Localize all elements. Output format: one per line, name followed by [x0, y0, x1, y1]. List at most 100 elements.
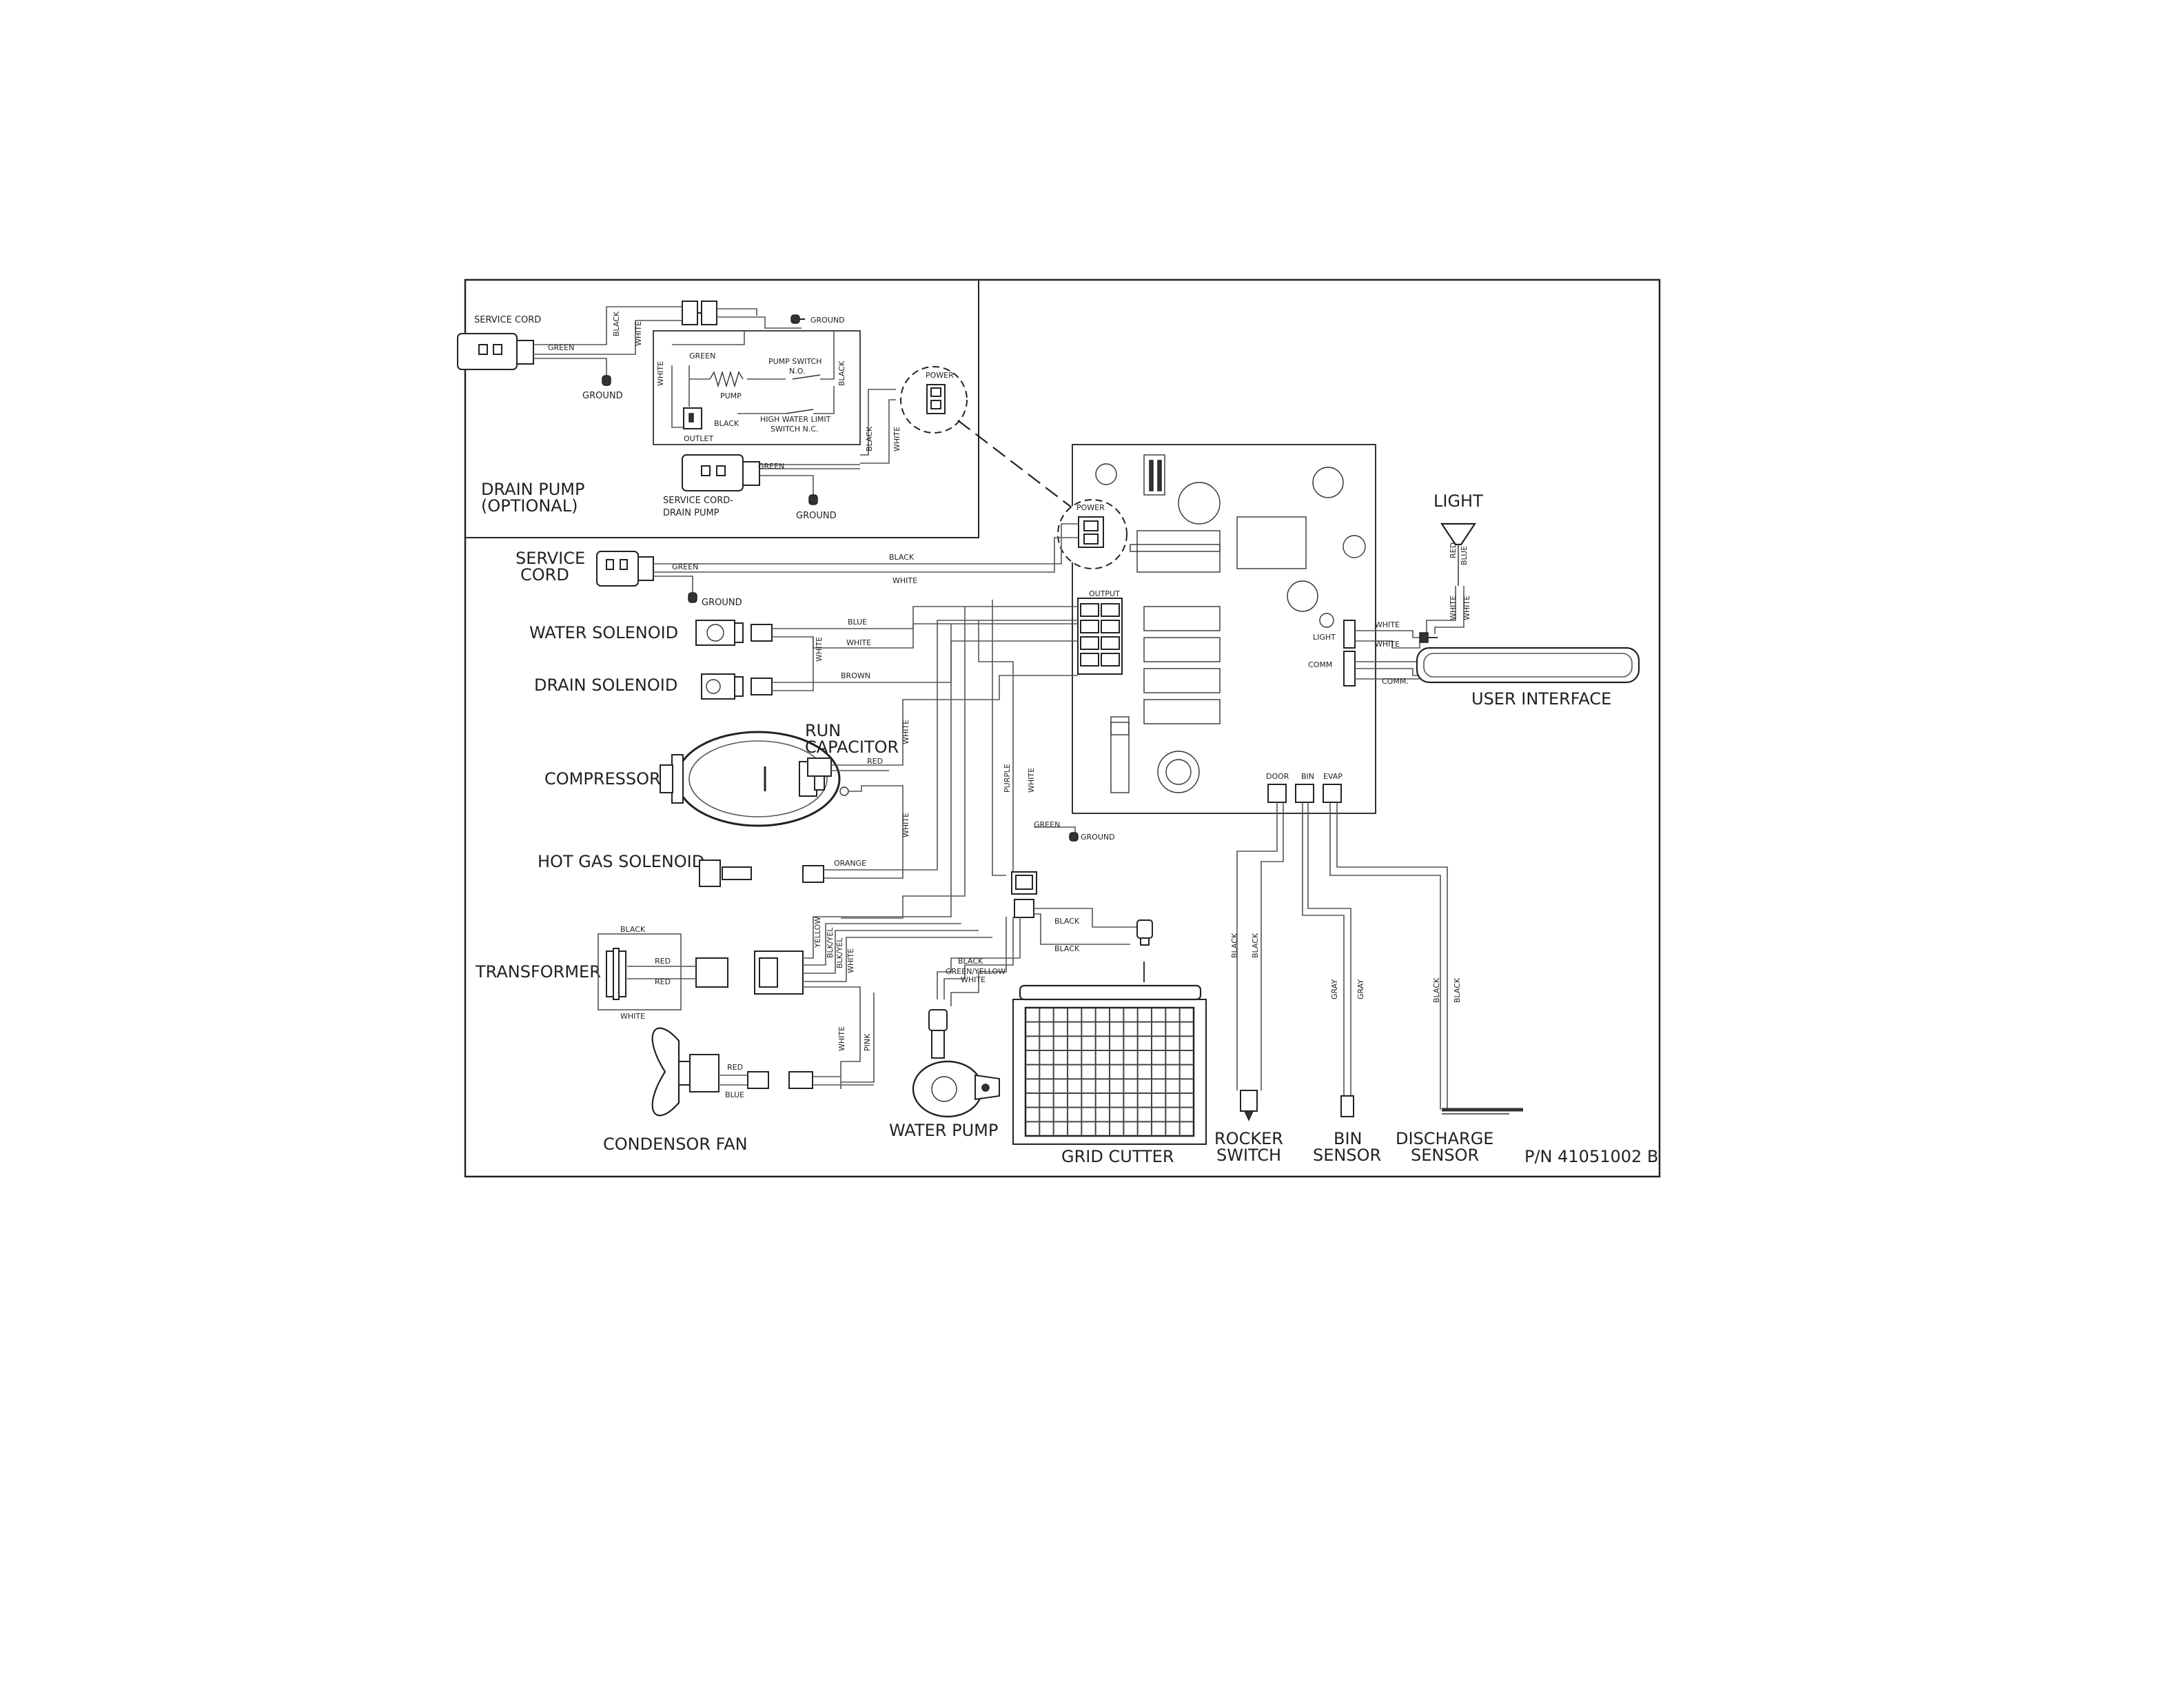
grid-cutter-plug — [1136, 919, 1153, 946]
board-light-label: LIGHT — [1313, 633, 1336, 642]
outlet-label: OUTLET — [684, 434, 714, 443]
transformer-blkyel-label-2: BLK/YEL — [835, 937, 844, 968]
drain-power-label: POWER — [926, 371, 954, 380]
ground-icon — [688, 592, 697, 603]
pump-switch-label-2: N.O. — [789, 367, 805, 376]
purple-wire-label: PURPLE — [1003, 764, 1012, 793]
drain-service-cord-label: SERVICE CORD — [474, 315, 541, 325]
drain-sol-white-label: WHITE — [815, 637, 824, 662]
drain-green-label: GREEN — [548, 343, 574, 352]
transformer-yellow-label: YELLOW — [813, 917, 822, 948]
condensor-fan-icon — [651, 1027, 813, 1117]
main-green-label: GREEN — [672, 562, 698, 571]
door-connector — [1267, 784, 1287, 803]
rocker-switch-label-1: ROCKER — [1214, 1129, 1283, 1148]
rocker-switch-label-2: SWITCH — [1216, 1146, 1281, 1165]
pump-green-label: GREEN — [689, 352, 715, 360]
grid-cutter-icon — [1012, 962, 1207, 1145]
water-pump-icon — [912, 1009, 1000, 1118]
light-red-label: RED — [1449, 542, 1458, 558]
bin-sensor-label-1: BIN — [1334, 1129, 1363, 1148]
motor-green-label: GREEN — [1034, 820, 1060, 829]
transformer-white-wire-label: WHITE — [846, 948, 855, 973]
water-solenoid-label: WATER SOLENOID — [529, 623, 678, 642]
pump-green-yellow-label: GREEN/YELLOW — [946, 967, 1006, 976]
fan-blue-label: BLUE — [725, 1090, 744, 1099]
drain-pump-section: SERVICE CORD GREEN BLACK WHITE GROUND GR… — [457, 301, 1076, 521]
pump-black-label: BLACK — [837, 360, 846, 386]
pump-white-label: WHITE — [961, 975, 986, 984]
rocker-black-label-2: BLACK — [1251, 933, 1260, 958]
light-label: LIGHT — [1433, 491, 1483, 511]
water-solenoid-icon — [695, 620, 773, 646]
motor-black-label-1: BLACK — [1054, 917, 1080, 926]
run-capacitor-label-2: CAPACITOR — [805, 738, 899, 757]
motor-connectors — [1011, 871, 1037, 918]
drain-pump-inset-border — [465, 280, 979, 538]
board-output-label: OUTPUT — [1089, 589, 1120, 598]
board-power-label: POWER — [1076, 503, 1105, 512]
transformer-icon — [598, 933, 804, 1010]
detail-leader-line — [957, 420, 1076, 511]
transformer-white-label: WHITE — [620, 1012, 645, 1021]
transformer-red-label-2: RED — [655, 977, 671, 986]
pump-white-label: WHITE — [656, 361, 665, 386]
discharge-sensor-label-2: SENSOR — [1411, 1146, 1479, 1165]
pump-black-label-2: BLACK — [714, 419, 739, 428]
drain-pump-title-1: DRAIN PUMP — [481, 480, 584, 499]
pump-label: PUMP — [720, 392, 742, 400]
water-pump-label: WATER PUMP — [889, 1121, 998, 1140]
user-interface-label: USER INTERFACE — [1471, 689, 1611, 709]
evap-connector — [1323, 784, 1342, 803]
rocker-black-label-1: BLACK — [1230, 933, 1239, 958]
service-cord-label-1: SERVICE — [516, 549, 585, 568]
white-wire-label: WHITE — [1027, 768, 1036, 793]
lightconn-white-label-2: WHITE — [1375, 640, 1400, 649]
run-capacitor-label-1: RUN — [805, 721, 841, 740]
drain-black-label: BLACK — [612, 311, 621, 336]
user-interface-panel — [1416, 647, 1640, 684]
board-bin-label: BIN — [1301, 772, 1314, 781]
drain-pump-connector — [682, 301, 717, 325]
main-service-cord: GREEN BLACK WHITE GROUND — [596, 523, 1079, 608]
discharge-black-label-2: BLACK — [1453, 977, 1462, 1003]
high-water-switch-icon — [785, 409, 814, 414]
ground-icon — [808, 494, 818, 505]
pump-black-label-3: BLACK — [865, 426, 874, 451]
power-detail-circle — [900, 366, 968, 434]
drain-white-label: WHITE — [634, 321, 643, 346]
main-white-label: WHITE — [892, 576, 917, 585]
fan-red-label: RED — [727, 1063, 743, 1072]
bin-sensor-label-2: SENSOR — [1313, 1146, 1381, 1165]
service-cord-plug-top — [457, 333, 534, 370]
light-connector — [1343, 620, 1356, 649]
ground-icon — [790, 314, 805, 324]
capacitor-red-label: RED — [867, 757, 883, 766]
high-water-label-1: HIGH WATER LIMIT — [760, 415, 831, 424]
drain-solenoid-icon — [701, 673, 773, 700]
diagram-frame — [464, 278, 1661, 1178]
pump-switch-icon — [792, 374, 821, 380]
bin-gray-label-2: GRAY — [1356, 979, 1365, 999]
lightconn-white-label-1: WHITE — [1375, 620, 1400, 629]
discharge-sensor-label-1: DISCHARGE — [1396, 1129, 1493, 1148]
main-black-label: BLACK — [889, 553, 915, 562]
ground-icon — [1069, 832, 1079, 842]
light-connector-end — [1419, 632, 1438, 643]
drain-cord-green-label: GREEN — [758, 462, 784, 471]
pump-motor-icon — [709, 370, 744, 388]
light-white-label-1: WHITE — [1449, 596, 1458, 620]
comm-connector — [1343, 651, 1356, 687]
drain-solenoid-label: DRAIN SOLENOID — [534, 675, 677, 695]
part-number: P/N 41051002 B — [1524, 1147, 1658, 1166]
water-sol-blue-label: BLUE — [848, 618, 867, 627]
fan-white-wire-label: WHITE — [837, 1026, 846, 1051]
pump-black-label: BLACK — [958, 957, 983, 966]
ground-icon — [602, 375, 611, 386]
discharge-sensor-icon — [1442, 1108, 1523, 1115]
water-sol-white-label: WHITE — [846, 638, 871, 647]
control-board: POWER OUTPUT LIGHT COMM DOOR BIN EVAP — [1057, 444, 1376, 814]
compressor-white-label-1: WHITE — [901, 720, 910, 744]
compressor-white-label-2: WHITE — [901, 813, 910, 837]
